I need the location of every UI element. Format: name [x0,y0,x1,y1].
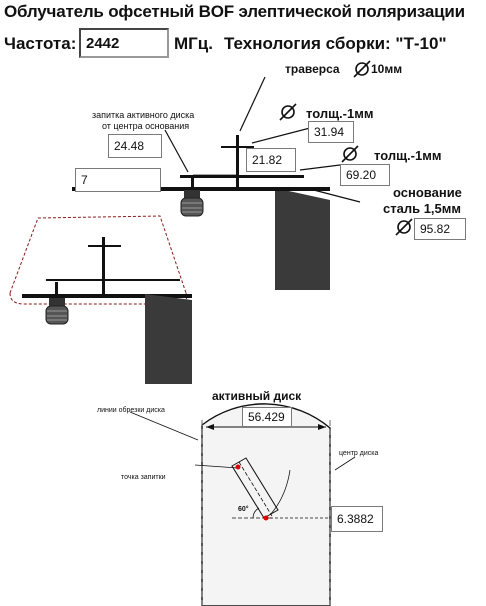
diameter-icon [341,145,359,163]
leader-disk [299,164,341,171]
cut-lines-label: линии обрезки диска [97,407,165,414]
frequency-input[interactable] [79,28,169,58]
thickness-label-mid: толщ.-1мм [374,148,442,163]
active-disk-top-view [201,403,331,606]
active-disk-label: активный диск [212,389,302,403]
active-disk-lower [46,279,180,281]
diameter-icon [279,103,297,121]
base-plate-lower [22,294,192,298]
traverse-disk-diameter-input[interactable] [308,121,354,143]
traverse-disk-lower [88,245,121,247]
leader-feed [164,129,189,173]
leader-traverse [239,76,266,132]
leader-base [305,187,361,203]
feed-distance-input[interactable] [331,506,383,532]
feed-offset-label-line1: запитка активного диска [92,110,195,120]
frequency-label: Частота: [4,34,77,53]
angle-label: 60° [238,506,249,513]
traverse-diameter-label: 10мм [371,62,403,76]
diameter-icon [395,218,413,236]
leader-thickness [251,127,311,144]
feed-slot [231,457,279,519]
base-gap-input[interactable] [75,168,161,192]
base-plate [72,187,330,191]
diameter-icon [353,60,371,78]
base-label-line2: сталь 1,5мм [383,201,461,216]
base-diameter-input[interactable] [414,218,466,240]
feed-offset-input[interactable] [108,134,162,158]
traverse-rod-lower [102,237,105,294]
traverse-label: траверса [285,62,340,76]
disk-center-marker [263,515,269,521]
base-label-line1: основание [393,185,462,200]
page-title: Облучатель офсетный BOF элептической пол… [4,2,465,21]
mount-block-lower [145,294,192,384]
connector-body [180,197,204,217]
reflector-outline [9,215,187,294]
active-disk-diameter-input[interactable] [340,164,390,186]
traverse-disk [221,146,254,148]
disk-chord-input[interactable] [242,407,292,427]
thickness-label-top: толщ.-1мм [306,106,374,121]
frequency-unit: МГц. [174,34,213,53]
disk-height-input[interactable] [246,148,296,172]
connector-body-lower [45,305,69,325]
assembly-technology: Технология сборки: "Т-10" [224,34,447,53]
mount-block-upper [275,188,330,290]
feed-point-label: точка запитки [121,474,166,481]
feed-pin [191,176,194,188]
active-disk-side [180,175,304,178]
feed-offset-label-line2: от центра основания [102,121,190,131]
feed-point-marker [235,464,241,470]
connector-nut [184,190,200,198]
traverse-rod [236,135,239,188]
disk-center-label: центр диска [339,450,379,457]
